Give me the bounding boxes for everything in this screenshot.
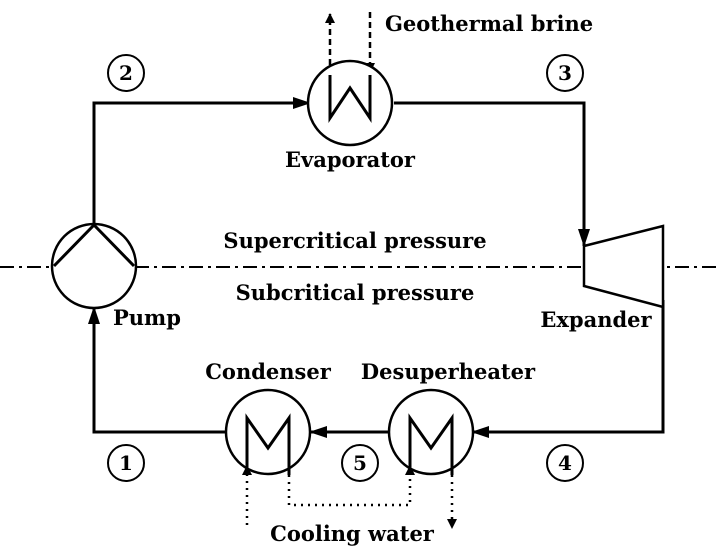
state-point-2: 2 <box>107 54 145 92</box>
svg-text:2: 2 <box>119 61 133 85</box>
geothermal-brine-label: Geothermal brine <box>385 11 593 36</box>
pump <box>50 222 138 310</box>
state-point-1: 1 <box>107 444 145 482</box>
condenser-label: Condenser <box>205 359 331 384</box>
supercritical-label: Supercritical pressure <box>223 228 486 253</box>
expander-label: Expander <box>540 307 652 332</box>
expander <box>582 224 665 309</box>
pump-label: Pump <box>113 305 181 330</box>
cooling-water-lines <box>242 465 457 529</box>
state-point-3: 3 <box>546 54 584 92</box>
svg-text:1: 1 <box>119 451 133 475</box>
desuperheater <box>387 388 475 476</box>
state-point-4: 4 <box>546 444 584 482</box>
evaporator-label: Evaporator <box>285 147 416 172</box>
subcritical-label: Subcritical pressure <box>236 280 475 305</box>
heat-exchanger-coil-icon <box>408 413 454 475</box>
heat-exchanger-coil-icon <box>328 75 372 123</box>
condenser <box>224 388 312 476</box>
state-point-5: 5 <box>341 444 379 482</box>
svg-text:3: 3 <box>558 61 572 85</box>
evaporator <box>306 59 394 147</box>
cycle-piping <box>88 97 665 438</box>
svg-text:5: 5 <box>353 451 367 475</box>
svg-text:4: 4 <box>558 451 572 475</box>
cooling-water-label: Cooling water <box>270 521 435 546</box>
desuperheater-label: Desuperheater <box>361 359 536 384</box>
heat-exchanger-coil-icon <box>245 413 291 475</box>
pump-triangle-icon <box>52 222 136 268</box>
